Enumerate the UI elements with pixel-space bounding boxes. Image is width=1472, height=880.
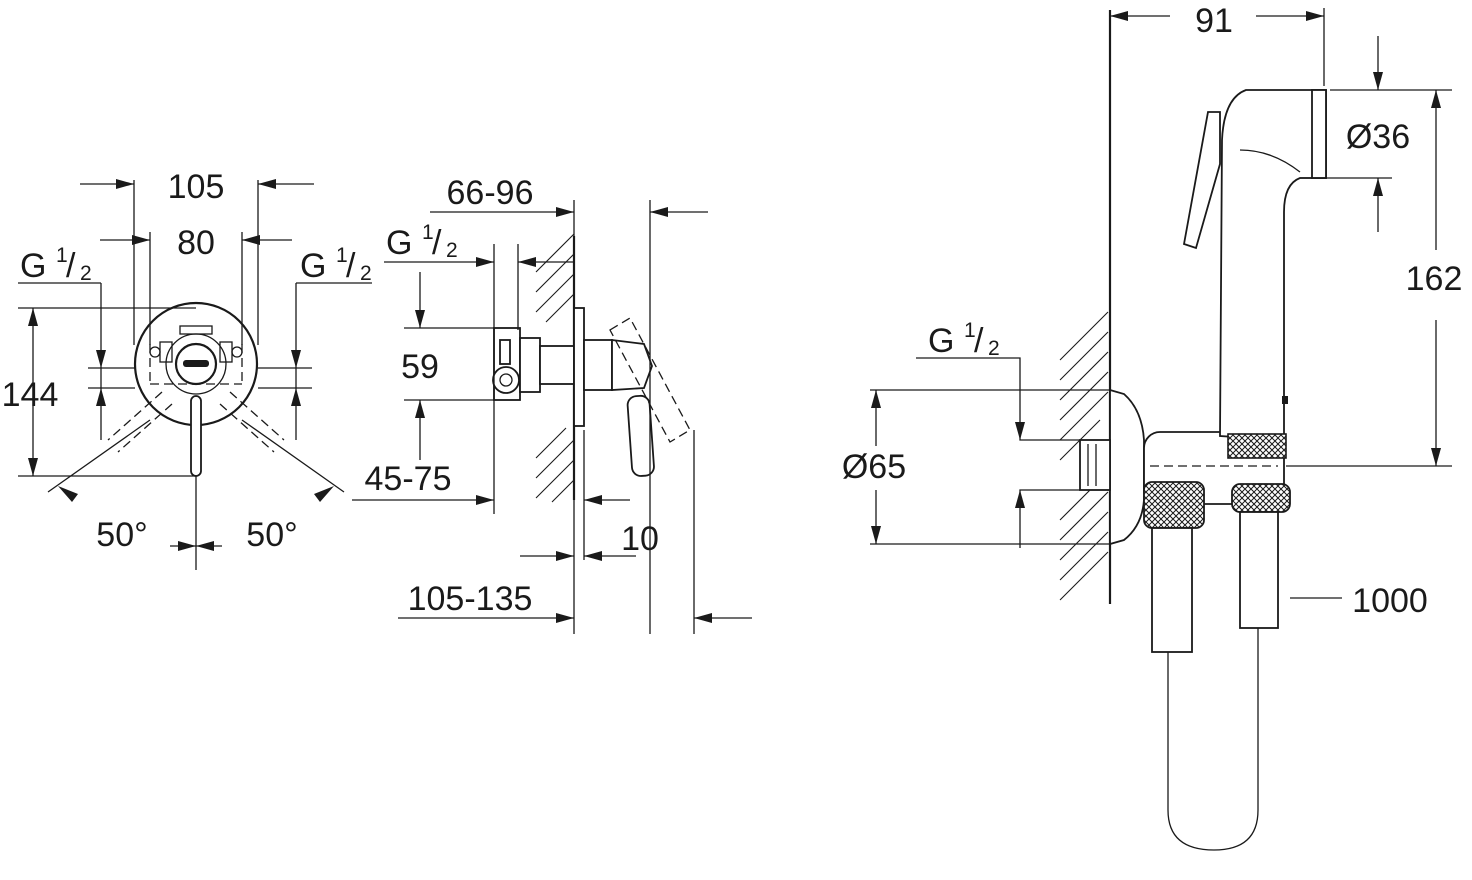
dim-diameter-36: Ø36 (1346, 118, 1410, 156)
hose-nut (1143, 481, 1205, 529)
front-view: 105 80 G 1 / 2 G 1 / 2 144 50° 50° (2, 168, 372, 570)
side-rosette (573, 307, 585, 427)
side-wall-hatch (535, 233, 575, 503)
svg-text:/: / (974, 322, 984, 360)
svg-text:G: G (300, 247, 326, 285)
hand-spray (1219, 89, 1327, 441)
spray-trigger (1182, 111, 1221, 250)
angle-left-label: 50° (96, 516, 147, 554)
dim-1000: 1000 (1352, 582, 1428, 620)
svg-text:1: 1 (56, 244, 68, 267)
spray-view: 91 Ø36 162 G 1 / 2 Ø65 1000 (842, 2, 1463, 851)
dim-diameter-65: Ø65 (842, 448, 906, 486)
spray-flange (1109, 388, 1145, 546)
svg-text:2: 2 (988, 337, 1000, 360)
svg-text:G: G (20, 247, 46, 285)
dim-80: 80 (177, 224, 215, 262)
dim-59: 59 (401, 348, 439, 386)
thread-left-label: G 1 / 2 (20, 244, 92, 285)
side-lever (626, 394, 655, 477)
dim-105-135: 105-135 (408, 580, 533, 618)
side-view: 66-96 G 1 / 2 59 45-75 10 105-135 (352, 174, 752, 634)
dim-10: 10 (621, 520, 659, 558)
svg-text:G: G (386, 224, 412, 262)
svg-text:/: / (432, 224, 442, 262)
thread-right-label: G 1 / 2 (300, 244, 372, 285)
shower-nut (1231, 483, 1291, 513)
front-indicator (183, 360, 209, 367)
svg-text:G: G (928, 322, 954, 360)
svg-text:1: 1 (964, 319, 976, 342)
side-thread-label: G 1 / 2 (386, 221, 458, 262)
dim-45-75: 45-75 (365, 460, 452, 498)
dim-144: 144 (2, 376, 59, 414)
dim-66-96: 66-96 (447, 174, 534, 212)
svg-text:1: 1 (336, 244, 348, 267)
dim-91: 91 (1195, 2, 1233, 40)
front-lever (190, 395, 202, 477)
dim-105: 105 (168, 168, 225, 206)
dim-162: 162 (1406, 260, 1463, 298)
svg-text:2: 2 (360, 262, 372, 285)
svg-text:2: 2 (80, 262, 92, 285)
hose-loop (1167, 628, 1259, 851)
angle-right-label: 50° (246, 516, 297, 554)
svg-text:/: / (346, 247, 356, 285)
spray-thread-label: G 1 / 2 (928, 319, 1000, 360)
svg-text:1: 1 (422, 221, 434, 244)
svg-text:2: 2 (446, 239, 458, 262)
svg-text:/: / (66, 247, 76, 285)
